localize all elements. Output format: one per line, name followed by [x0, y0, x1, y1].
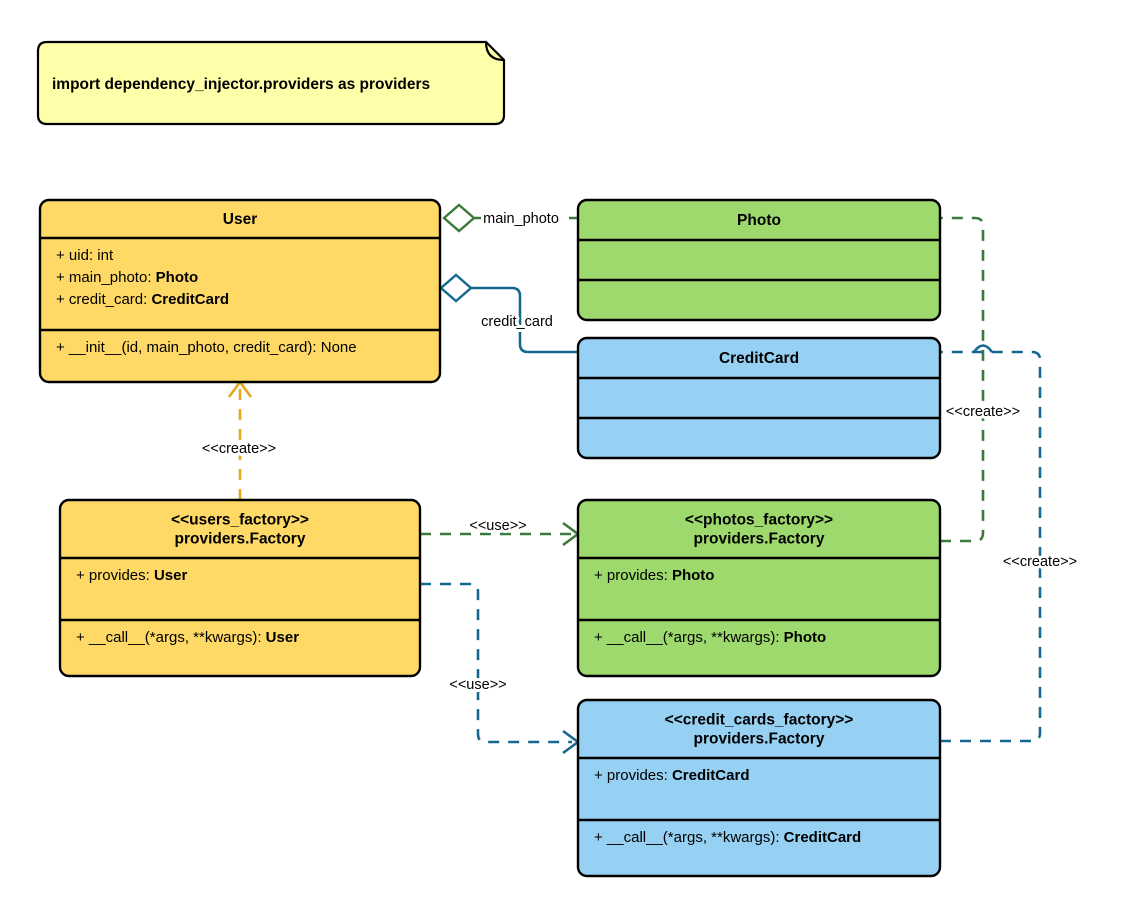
create-creditcards-factory-creditcard-label-group: <<create>><<create>>: [1000, 551, 1080, 573]
use-users-photos-factory-label-halo: <<use>>: [469, 518, 526, 534]
class-body-photos_factory[interactable]: [576, 498, 942, 678]
use-users-creditcards-factory-label: <<use>>: [449, 677, 506, 693]
class-title-users_factory-line1: <<users_factory>>: [171, 512, 309, 529]
import-note: import dependency_injector.providers as …: [36, 40, 506, 126]
use-users-creditcards-factory-line[interactable]: [420, 582, 572, 744]
class-box-credit_cards_factory[interactable]: <<credit_cards_factory>> providers.Factor…: [576, 698, 942, 878]
create-photos-factory-photo-label: <<create>>: [946, 404, 1020, 420]
class-attribute-users_factory-0: + provides: User: [76, 567, 187, 584]
create-photos-factory-photo-label-group: <<create>><<create>>: [943, 401, 1023, 423]
class-title-photo: Photo: [737, 212, 781, 229]
class-body-credit_cards_factory[interactable]: [576, 698, 942, 878]
class-box-users_factory[interactable]: <<users_factory>> providers.Factory + prov…: [58, 498, 422, 678]
aggregation-user-photo[interactable]: [442, 203, 578, 233]
create-users-factory-user-label: <<create>>: [202, 441, 276, 457]
node-layer: User + uid: int + main_photo: Photo + credi…: [38, 198, 942, 878]
class-title-photos_factory-line2: providers.Factory: [694, 531, 825, 548]
class-box-photo[interactable]: Photo: [576, 198, 942, 322]
aggregation-user-creditcard-aggregation-diamond-icon: [439, 273, 473, 303]
class-title-user: User: [223, 211, 257, 228]
class-attribute-user-2: + credit_card: CreditCard: [56, 291, 229, 308]
aggregation-user-creditcard[interactable]: [439, 273, 578, 354]
class-method-credit_cards_factory-0: + __call__(*args, **kwargs): CreditCard: [594, 829, 861, 846]
class-body-user[interactable]: [38, 198, 442, 384]
use-users-creditcards-factory-label-halo: <<use>>: [449, 677, 506, 693]
create-creditcards-factory-creditcard-label: <<create>>: [1003, 554, 1077, 570]
class-attribute-user-0: + uid: int: [56, 247, 114, 264]
class-title-users_factory-line2: providers.Factory: [175, 531, 306, 548]
class-body-users_factory[interactable]: [58, 498, 422, 678]
create-creditcards-factory-creditcard-label-halo: <<create>>: [1003, 554, 1077, 570]
create-creditcards-factory-creditcard-line-hop: [972, 344, 994, 353]
aggregation-user-creditcard-label-halo: credit_card: [481, 314, 553, 330]
note-body: [36, 40, 506, 126]
class-box-photos_factory[interactable]: <<photos_factory>> providers.Factory + pro…: [576, 498, 942, 678]
use-users-creditcards-factory[interactable]: [420, 582, 581, 755]
class-method-users_factory-0: + __call__(*args, **kwargs): User: [76, 629, 299, 646]
class-title-credit_cards_factory-line1: <<credit_cards_factory>>: [665, 712, 854, 729]
create-users-factory-user-label-group: <<create>><<create>>: [199, 438, 279, 460]
note-label: import dependency_injector.providers as …: [52, 76, 430, 93]
class-body-credit_card[interactable]: [576, 336, 942, 460]
aggregation-user-photo-label: main_photo: [483, 211, 559, 227]
class-method-user-0: + __init__(id, main_photo, credit_card):…: [56, 339, 357, 356]
create-photos-factory-photo-label-halo: <<create>>: [946, 404, 1020, 420]
aggregation-user-creditcard-line[interactable]: [470, 286, 578, 354]
class-body-photo[interactable]: [576, 198, 942, 322]
create-creditcards-factory-creditcard-line[interactable]: [856, 350, 1042, 743]
class-attribute-credit_cards_factory-0: + provides: CreditCard: [594, 767, 749, 784]
use-users-photos-factory-label-group: <<use>><<use>>: [466, 515, 529, 537]
create-photos-factory-photo-line[interactable]: [856, 216, 985, 543]
class-title-credit_card: CreditCard: [719, 350, 799, 367]
use-users-photos-factory-label: <<use>>: [469, 518, 526, 534]
aggregation-user-creditcard-label: credit_card: [481, 314, 553, 330]
class-box-credit_card[interactable]: CreditCard: [576, 336, 942, 460]
class-attribute-photos_factory-0: + provides: Photo: [594, 567, 714, 584]
note-fold-icon: [484, 41, 505, 62]
aggregation-user-photo-label-halo: main_photo: [483, 211, 559, 227]
aggregation-user-photo-aggregation-diamond-icon: [442, 203, 476, 233]
use-users-creditcards-factory-label-group: <<use>><<use>>: [446, 674, 509, 696]
class-title-credit_cards_factory-line2: providers.Factory: [694, 731, 825, 748]
create-users-factory-user-label-halo: <<create>>: [202, 441, 276, 457]
note-layer: import dependency_injector.providers as …: [36, 40, 506, 126]
class-box-user[interactable]: User + uid: int + main_photo: Photo + credi…: [38, 198, 442, 384]
class-method-photos_factory-0: + __call__(*args, **kwargs): Photo: [594, 629, 826, 646]
class-title-photos_factory-line1: <<photos_factory>>: [685, 512, 833, 529]
class-attribute-user-1: + main_photo: Photo: [56, 269, 198, 286]
